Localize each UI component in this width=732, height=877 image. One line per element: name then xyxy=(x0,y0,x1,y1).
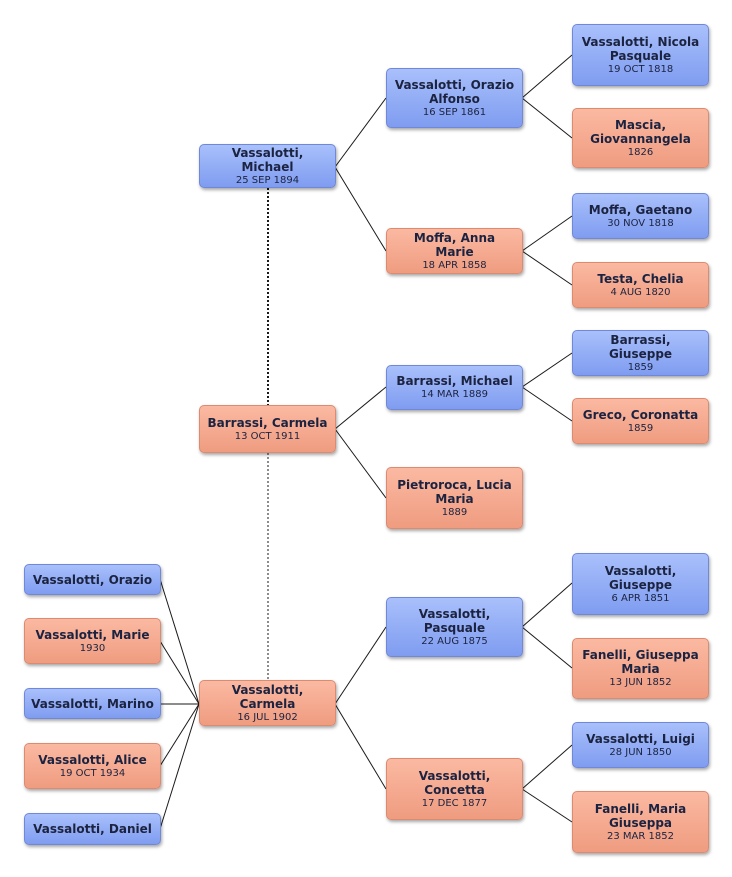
person-name: Vassalotti, Giuseppe xyxy=(604,563,677,592)
person-name: Vassalotti, Orazio xyxy=(32,572,153,587)
person-date: 19 OCT 1818 xyxy=(607,63,674,75)
person-name: Moffa, Anna Marie xyxy=(413,230,496,259)
person-node-orazio-vassalotti[interactable]: Vassalotti, Orazio xyxy=(24,564,161,595)
connector-line xyxy=(334,97,387,168)
person-node-giuseppa-maria-fanelli[interactable]: Fanelli, Giuseppa Maria 13 JUN 1852 xyxy=(572,638,709,699)
connector-line xyxy=(334,386,387,430)
person-node-maria-giuseppa-fanelli[interactable]: Fanelli, Maria Giuseppa 23 MAR 1852 xyxy=(572,791,709,853)
person-node-carmela-vassalotti[interactable]: Vassalotti, Carmela 16 JUL 1902 xyxy=(199,680,336,726)
person-node-gaetano-moffa[interactable]: Moffa, Gaetano 30 NOV 1818 xyxy=(572,193,709,239)
person-node-pasquale-vassalotti[interactable]: Vassalotti, Pasquale 22 AUG 1875 xyxy=(386,597,523,657)
person-name: Barrassi, Carmela xyxy=(207,415,328,430)
connector-line xyxy=(334,166,387,252)
person-node-orazio-alfonso[interactable]: Vassalotti, Orazio Alfonso 16 SEP 1861 xyxy=(386,68,523,128)
connector-line xyxy=(334,626,387,705)
person-date: 16 JUL 1902 xyxy=(237,711,298,723)
connector-line xyxy=(521,54,573,99)
person-name: Fanelli, Giuseppa Maria xyxy=(582,648,699,676)
person-date: 13 JUN 1852 xyxy=(609,677,672,688)
connector-line xyxy=(521,386,573,422)
person-node-carmela-barrassi[interactable]: Barrassi, Carmela 13 OCT 1911 xyxy=(199,405,336,453)
person-date: 28 JUN 1850 xyxy=(609,746,672,758)
connector-line xyxy=(521,250,573,286)
person-node-concetta-vassalotti[interactable]: Vassalotti, Concetta 17 DEC 1877 xyxy=(386,758,523,820)
person-name: Vassalotti, Luigi xyxy=(586,731,695,746)
person-node-alice-vassalotti[interactable]: Vassalotti, Alice 19 OCT 1934 xyxy=(24,743,161,789)
person-node-giovannangela-mascia[interactable]: Mascia, Giovannangela 1826 xyxy=(572,108,709,168)
person-date: 1930 xyxy=(79,642,106,654)
connector-line xyxy=(159,703,200,767)
person-date: 1859 xyxy=(627,422,654,434)
person-date: 1859 xyxy=(627,361,654,373)
person-name: Vassalotti, Nicola Pasquale xyxy=(581,34,700,63)
person-node-marie-vassalotti[interactable]: Vassalotti, Marie 1930 xyxy=(24,618,161,664)
person-node-marino-vassalotti[interactable]: Vassalotti, Marino xyxy=(24,688,161,719)
connector-line xyxy=(521,626,573,669)
person-date: 25 SEP 1894 xyxy=(235,174,300,186)
person-name: Testa, Chelia xyxy=(597,271,684,286)
connector-line xyxy=(159,640,200,705)
person-node-nicola-pasquale-vassalotti[interactable]: Vassalotti, Nicola Pasquale 19 OCT 1818 xyxy=(572,24,709,86)
person-name: Vassalotti, Concetta xyxy=(418,768,491,797)
connector-line xyxy=(334,428,387,499)
person-date: 4 AUG 1820 xyxy=(610,286,671,298)
connector-line xyxy=(521,582,573,628)
person-node-michael-barrassi[interactable]: Barrassi, Michael 14 MAR 1889 xyxy=(386,365,523,410)
person-date: 6 APR 1851 xyxy=(611,592,670,604)
person-date: 1889 xyxy=(441,506,468,518)
person-date: 30 NOV 1818 xyxy=(607,217,674,229)
person-name: Vassalotti, Michael xyxy=(231,145,304,174)
person-name: Barrassi, Michael xyxy=(396,374,513,388)
person-name: Mascia, Giovannangela xyxy=(590,117,691,146)
person-node-lucia-maria-pietroroca[interactable]: Pietroroca, Lucia Maria 1889 xyxy=(386,467,523,529)
person-date: 22 AUG 1875 xyxy=(421,635,488,647)
person-name: Vassalotti, Alice xyxy=(38,752,147,767)
connector-line xyxy=(159,578,200,705)
person-node-giuseppe-vassalotti[interactable]: Vassalotti, Giuseppe 6 APR 1851 xyxy=(572,553,709,615)
person-name: Vassalotti, Orazio Alfonso xyxy=(394,77,515,106)
person-date: 18 APR 1858 xyxy=(422,259,487,271)
person-name: Vassalotti, Daniel xyxy=(33,822,152,836)
person-name: Vassalotti, Marie xyxy=(35,627,150,642)
person-date: 17 DEC 1877 xyxy=(421,797,488,809)
person-name: Vassalotti, Carmela xyxy=(231,682,304,711)
person-name: Moffa, Gaetano xyxy=(588,202,693,217)
connector-line xyxy=(521,215,573,252)
person-date: 23 MAR 1852 xyxy=(607,830,674,842)
person-date: 13 OCT 1911 xyxy=(234,430,301,442)
person-name: Pietroroca, Lucia Maria xyxy=(397,477,512,506)
person-name: Fanelli, Maria Giuseppa xyxy=(594,801,687,830)
connector-line xyxy=(521,97,573,139)
person-name: Vassalotti, Marino xyxy=(31,696,154,711)
person-date: 14 MAR 1889 xyxy=(421,389,488,400)
person-node-luigi-vassalotti[interactable]: Vassalotti, Luigi 28 JUN 1850 xyxy=(572,722,709,768)
person-name: Vassalotti, Pasquale xyxy=(418,606,491,635)
person-node-michael-vassalotti[interactable]: Vassalotti, Michael 25 SEP 1894 xyxy=(199,144,336,188)
person-node-daniel-vassalotti[interactable]: Vassalotti, Daniel xyxy=(24,813,161,845)
person-node-giuseppe-barrassi[interactable]: Barrassi, Giuseppe 1859 xyxy=(572,330,709,376)
person-date: 19 OCT 1934 xyxy=(59,767,126,779)
connector-line xyxy=(334,703,387,790)
person-node-anna-marie-moffa[interactable]: Moffa, Anna Marie 18 APR 1858 xyxy=(386,228,523,274)
person-name: Greco, Coronatta xyxy=(582,407,699,422)
person-date: 1826 xyxy=(627,146,654,158)
person-node-chelia-testa[interactable]: Testa, Chelia 4 AUG 1820 xyxy=(572,262,709,308)
person-node-coronatta-greco[interactable]: Greco, Coronatta 1859 xyxy=(572,398,709,444)
person-name: Barrassi, Giuseppe xyxy=(608,332,673,361)
connector-line xyxy=(521,788,573,823)
connector-line xyxy=(521,352,573,388)
connector-line xyxy=(159,703,200,830)
connector-line xyxy=(521,744,573,790)
person-date: 16 SEP 1861 xyxy=(422,106,487,118)
